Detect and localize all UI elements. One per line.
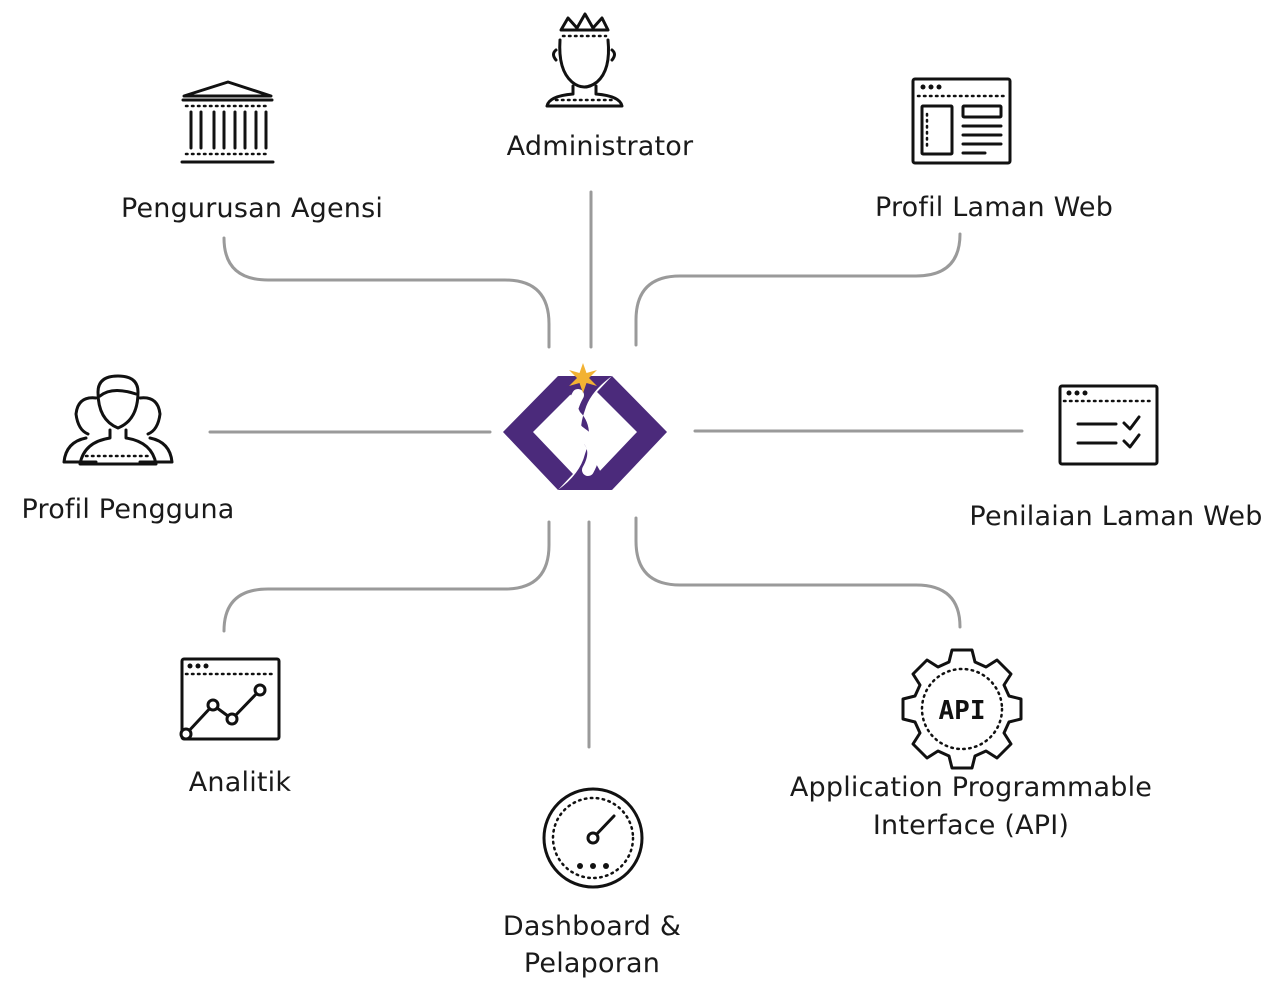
api-gear-text: API <box>939 696 986 726</box>
node-user-profile: Profil Pengguna <box>21 374 234 525</box>
api-label-line2: Interface (API) <box>873 810 1069 841</box>
node-analytics: Analitik <box>179 657 292 798</box>
dashboard-gauge-icon <box>542 787 644 889</box>
administrator-crown-icon <box>545 12 624 108</box>
user-group-icon <box>62 374 174 466</box>
api-label-line1: Application Programmable <box>790 772 1152 803</box>
logo-right-diamond <box>597 376 667 490</box>
node-api: API Application Programmable Interface (… <box>790 648 1152 841</box>
node-website-profile: Profil Laman Web <box>875 77 1113 223</box>
node-dashboard: Dashboard & Pelaporan <box>503 787 681 979</box>
node-administrator: Administrator <box>507 12 694 162</box>
logo-left-diamond <box>503 376 573 490</box>
analytics-chart-icon <box>179 657 281 741</box>
dashboard-label-line1: Dashboard & <box>503 911 681 942</box>
connector-website-profile <box>634 232 962 347</box>
logo-star-icon <box>569 363 597 393</box>
central-logo <box>503 363 667 490</box>
user-profile-label: Profil Pengguna <box>21 494 234 525</box>
agency-label: Pengurusan Agensi <box>121 193 383 224</box>
checklist-window-icon <box>1058 384 1159 466</box>
analytics-label: Analitik <box>189 767 292 798</box>
dashboard-label-line2: Pelaporan <box>524 948 660 979</box>
administrator-label: Administrator <box>507 131 694 162</box>
api-gear-icon: API <box>901 648 1023 770</box>
website-assessment-label: Penilaian Laman Web <box>969 501 1262 532</box>
government-building-icon <box>180 80 275 164</box>
website-layout-icon <box>911 77 1012 165</box>
connector-analytics <box>222 520 551 633</box>
logo-gap <box>565 389 600 476</box>
node-website-assessment: Penilaian Laman Web <box>969 384 1262 532</box>
website-profile-label: Profil Laman Web <box>875 192 1113 223</box>
connector-agency <box>222 236 551 349</box>
connector-api <box>634 516 962 629</box>
node-agency: Pengurusan Agensi <box>121 80 383 224</box>
connectors <box>208 190 1024 749</box>
